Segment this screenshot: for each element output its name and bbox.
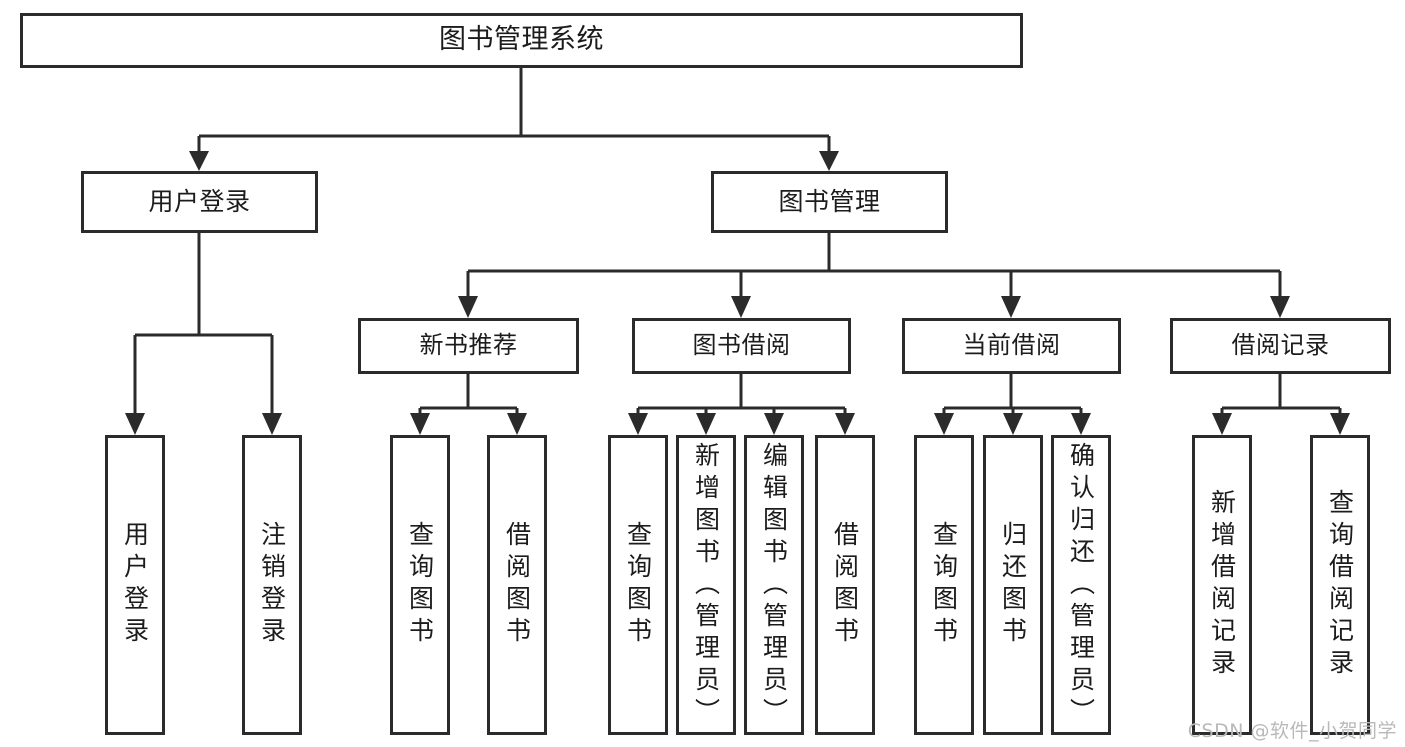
- arrow-to-current-borrow: [1001, 296, 1021, 318]
- arrow-leaf-add-book: [696, 413, 716, 435]
- node-label: 借阅图书: [830, 521, 860, 649]
- leaf-borrow-book-borrowing[interactable]: 借阅图书: [815, 435, 875, 735]
- arrow-to-user-login: [189, 151, 209, 171]
- leaf-query-book-newbook[interactable]: 查询图书: [390, 435, 450, 735]
- leaf-add-book-admin[interactable]: 新增图书（管理员）: [676, 435, 736, 735]
- node-label: 当前借阅: [962, 331, 1061, 360]
- node-label: 编辑图书（管理员）: [759, 442, 789, 730]
- arrow-leaf-borrow-book-1: [507, 413, 527, 435]
- arrow-leaf-query-book-1: [410, 413, 430, 435]
- arrow-leaf-query-book-2: [628, 413, 648, 435]
- arrow-leaf-confirm-return: [1071, 413, 1091, 435]
- leaf-logout-login[interactable]: 注销登录: [242, 435, 302, 735]
- node-book-borrowing[interactable]: 图书借阅: [632, 318, 851, 374]
- leaf-user-login[interactable]: 用户登录: [105, 435, 165, 735]
- arrow-leaf-query-book-3: [934, 413, 954, 435]
- node-label: 归还图书: [998, 521, 1028, 649]
- arrow-to-borrow-record: [1270, 296, 1290, 318]
- node-current-borrowing[interactable]: 当前借阅: [902, 318, 1121, 374]
- node-label: 图书借阅: [692, 331, 791, 360]
- leaf-confirm-return-admin[interactable]: 确认归还（管理员）: [1051, 435, 1111, 735]
- node-label: 图书管理: [778, 186, 881, 216]
- node-label: 新增借阅记录: [1207, 489, 1237, 681]
- node-label: 借阅图书: [502, 521, 532, 649]
- leaf-return-book[interactable]: 归还图书: [983, 435, 1043, 735]
- arrow-leaf-borrow-book-2: [835, 413, 855, 435]
- node-user-login[interactable]: 用户登录: [81, 171, 318, 233]
- arrow-leaf-add-borrow-record: [1212, 413, 1232, 435]
- node-root-book-management-system[interactable]: 图书管理系统: [20, 13, 1023, 68]
- arrow-to-new-book-rec: [458, 296, 478, 318]
- leaf-add-borrow-record[interactable]: 新增借阅记录: [1192, 435, 1252, 735]
- leaf-query-book-borrowing[interactable]: 查询图书: [608, 435, 668, 735]
- node-label: 图书管理系统: [439, 24, 604, 56]
- node-label: 注销登录: [257, 521, 287, 649]
- node-new-book-recommendation[interactable]: 新书推荐: [358, 318, 579, 374]
- node-label: 新书推荐: [419, 331, 518, 360]
- node-label: 查询图书: [929, 521, 959, 649]
- leaf-query-borrow-record[interactable]: 查询借阅记录: [1310, 435, 1370, 735]
- node-label: 确认归还（管理员）: [1066, 442, 1096, 730]
- node-label: 用户登录: [148, 186, 251, 216]
- leaf-query-book-current[interactable]: 查询图书: [914, 435, 974, 735]
- arrow-to-book-borrow: [731, 296, 751, 318]
- arrow-leaf-user-login: [125, 413, 145, 435]
- leaf-borrow-book-newbook[interactable]: 借阅图书: [487, 435, 547, 735]
- node-label: 查询借阅记录: [1325, 489, 1355, 681]
- node-label: 借阅记录: [1231, 331, 1330, 360]
- node-label: 用户登录: [120, 521, 150, 649]
- node-book-management[interactable]: 图书管理: [711, 171, 948, 233]
- node-borrowing-record[interactable]: 借阅记录: [1170, 318, 1391, 374]
- arrow-leaf-logout-login: [262, 413, 282, 435]
- arrow-leaf-query-borrow-record: [1330, 413, 1350, 435]
- arrow-to-book-manage: [819, 151, 839, 171]
- node-label: 新增图书（管理员）: [691, 442, 721, 730]
- arrow-leaf-edit-book: [764, 413, 784, 435]
- node-label: 查询图书: [405, 521, 435, 649]
- node-label: 查询图书: [623, 521, 653, 649]
- leaf-edit-book-admin[interactable]: 编辑图书（管理员）: [744, 435, 804, 735]
- arrow-leaf-return-book: [1003, 413, 1023, 435]
